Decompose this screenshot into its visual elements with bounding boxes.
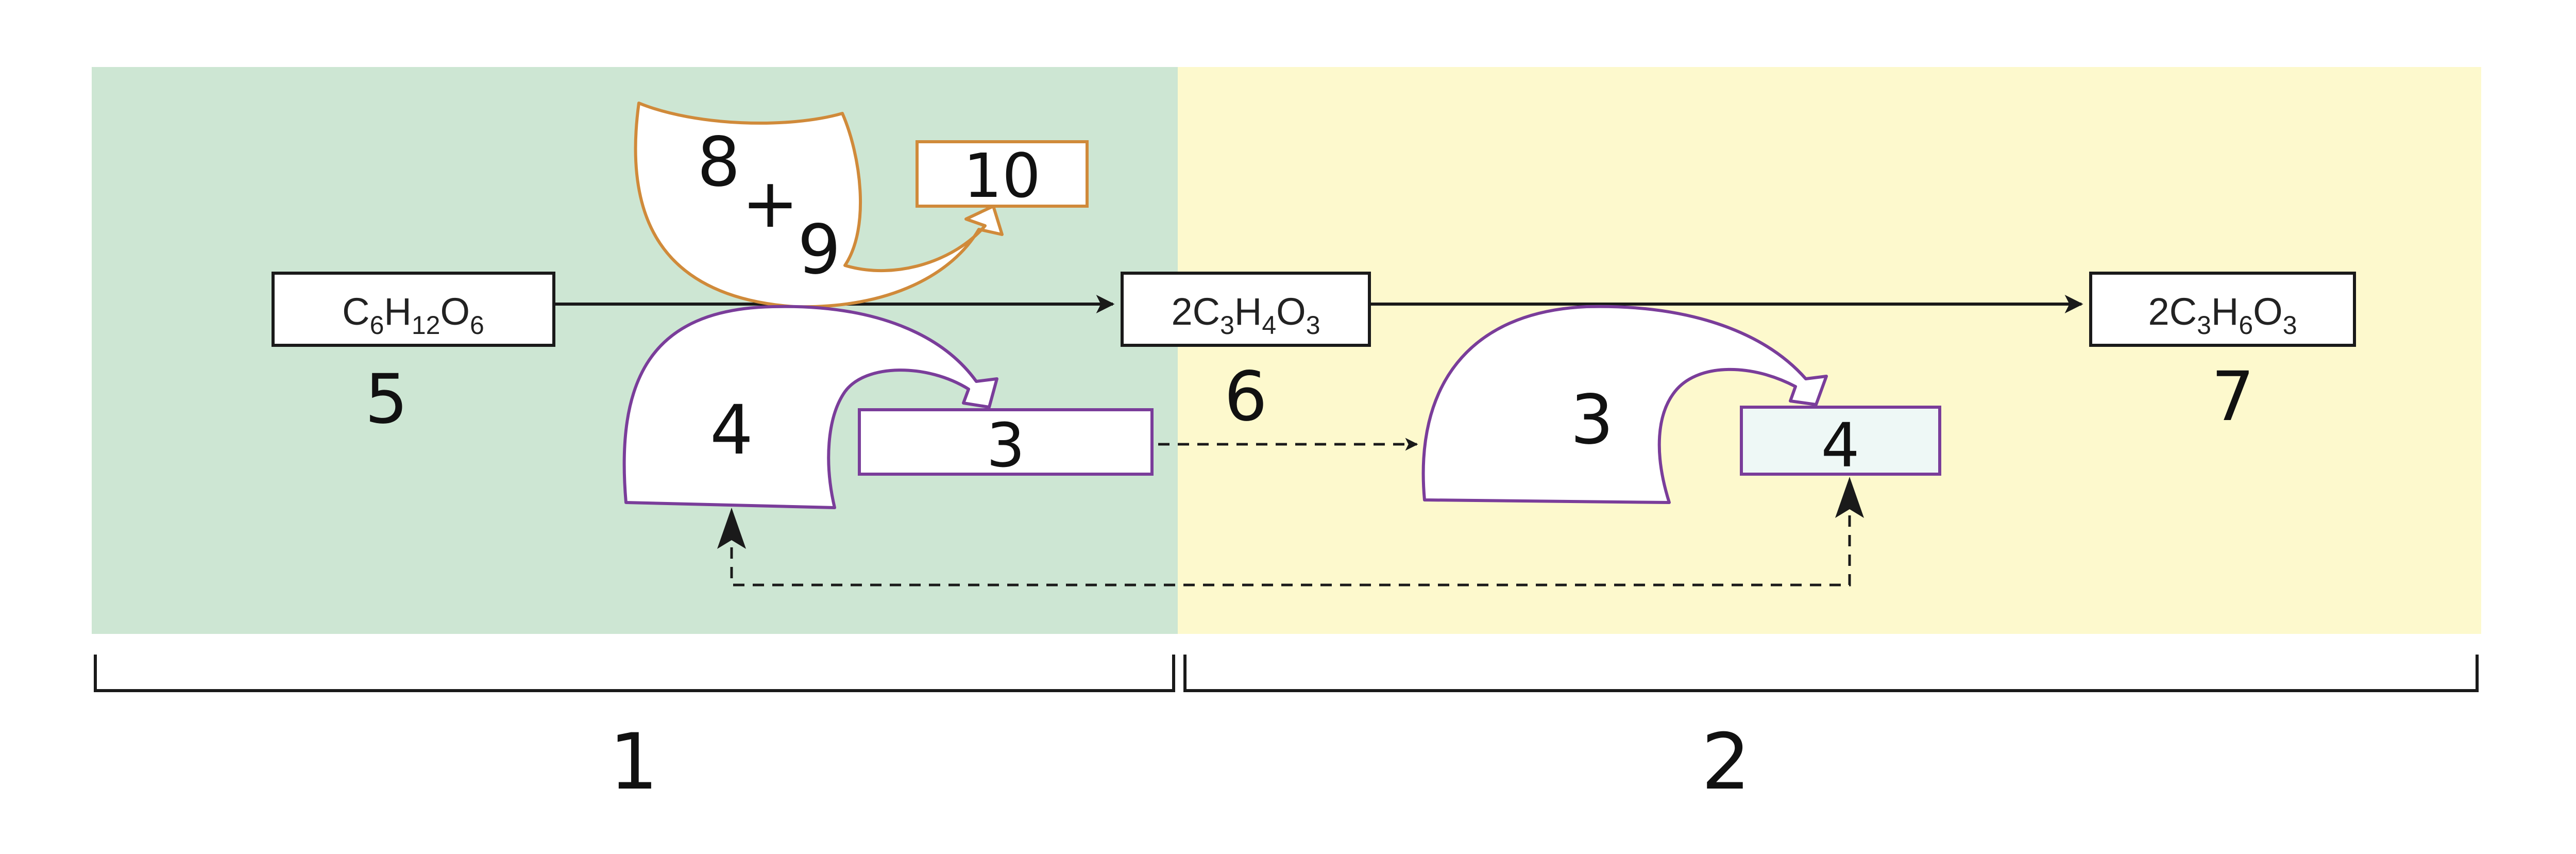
product-box-10 (916, 140, 1089, 208)
glucose-box (272, 272, 555, 347)
pyruvate-formula: 2C3H4O3 (1171, 290, 1320, 340)
glycolysis-cofactor-box (858, 408, 1154, 476)
reactant-label-8: 8 (697, 123, 740, 202)
glycolysis-curve-label: 4 (710, 391, 753, 470)
glycolysis-cofactor-box-label: 3 (986, 410, 1025, 481)
dashed-return-loop (730, 513, 1851, 587)
lactate-box (2089, 272, 2356, 347)
orange-curved-arrow-icon (634, 102, 1004, 309)
fermentation-curve-label: 3 (1570, 380, 1614, 460)
fermentation-zone (1178, 67, 2481, 634)
stage1-number: 1 (609, 717, 658, 807)
dashed-return-arrowhead-right (1835, 477, 1864, 518)
glucose-formula: C6H12O6 (342, 290, 484, 340)
fermentation-cofactor-box-label: 4 (1821, 410, 1859, 481)
lactate-formula: 2C3H6O3 (2148, 290, 2297, 340)
purple-curved-arrow-glycolysis-icon (622, 305, 998, 509)
product-label-10: 10 (963, 140, 1041, 211)
stage1-bracket (94, 655, 1175, 692)
reactant-label-9: 9 (798, 210, 841, 290)
pyruvate-number-label: 6 (1224, 357, 1267, 437)
stage2-bracket (1183, 655, 2479, 692)
glucose-number-label: 5 (365, 360, 408, 439)
pyruvate-box (1121, 272, 1371, 347)
dashed-return-arrowhead-left (717, 508, 746, 549)
purple-curved-arrow-fermentation-icon (1421, 305, 1828, 504)
plus-sign: + (742, 164, 799, 243)
lactate-number-label: 7 (2211, 357, 2255, 437)
fermentation-cofactor-box (1740, 406, 1941, 476)
stage2-number: 2 (1701, 717, 1750, 807)
